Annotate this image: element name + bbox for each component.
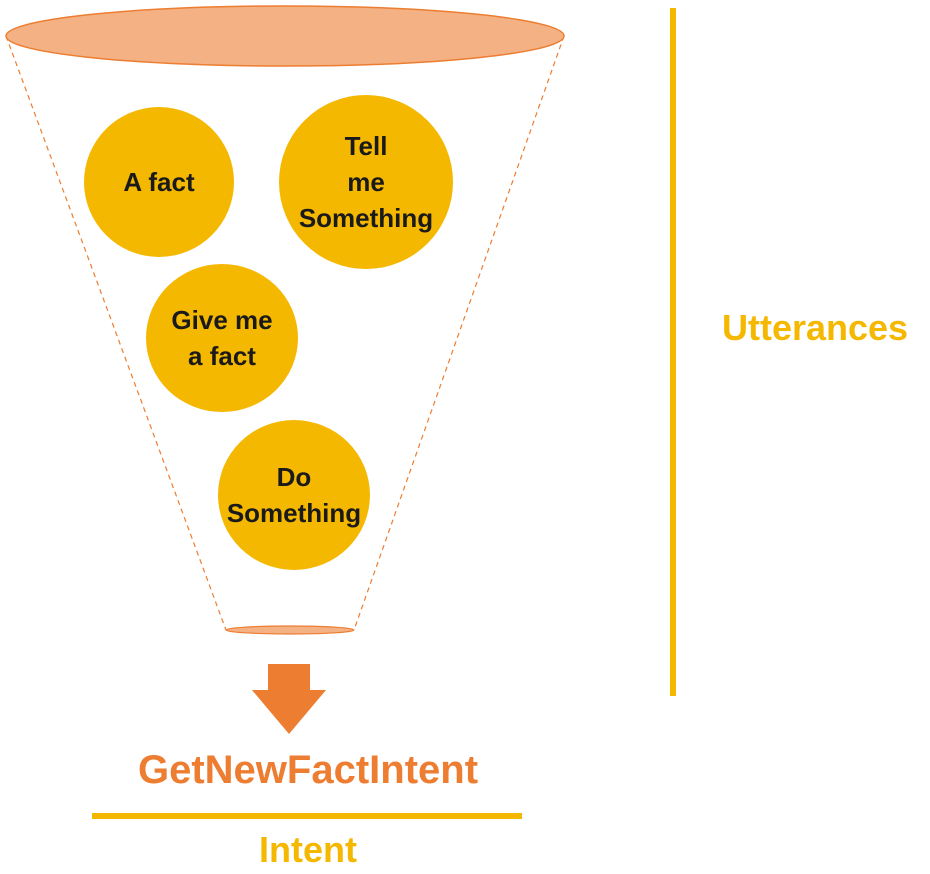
utterance-bubble-give-me-a-fact: Give me a fact bbox=[146, 264, 298, 412]
utterances-label: Utterances bbox=[722, 307, 909, 348]
funnel-bottom-rim bbox=[225, 625, 355, 635]
intent-divider bbox=[92, 813, 522, 819]
utterance-bubble-do-something: Do Something bbox=[218, 420, 370, 570]
down-arrow-icon bbox=[252, 664, 326, 734]
funnel-top-rim bbox=[5, 5, 565, 67]
utterance-bubble-tell-me-something: Tell me Something bbox=[279, 95, 453, 269]
funnel-left-edge bbox=[5, 35, 227, 631]
intent-name: GetNewFactIntent bbox=[137, 748, 479, 792]
intent-label: Intent bbox=[259, 829, 357, 870]
utterances-divider bbox=[670, 8, 676, 696]
utterance-bubble-a-fact: A fact bbox=[84, 107, 234, 257]
funnel-right-edge bbox=[353, 35, 565, 631]
